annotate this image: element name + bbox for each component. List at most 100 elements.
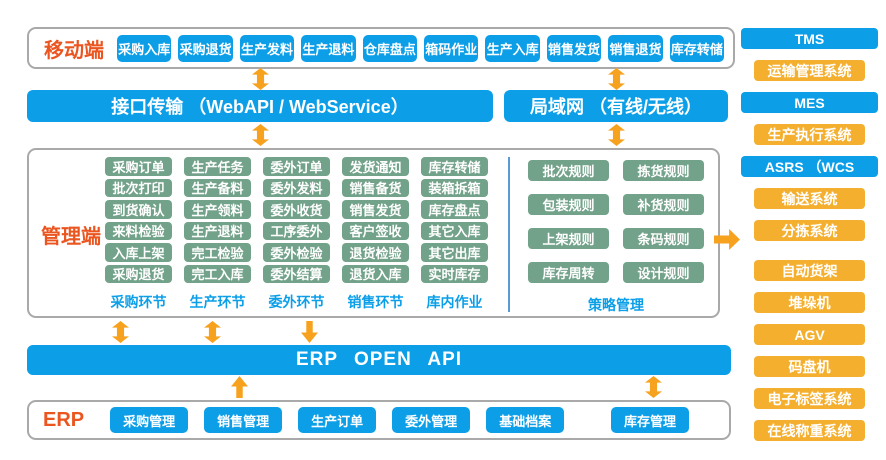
mgmt-module-box: 委外检验 (263, 243, 330, 262)
erp-module-box: 基础档案 (486, 407, 565, 433)
double-arrow-icon (608, 68, 625, 90)
erp-module-box: 销售管理 (204, 407, 283, 433)
system-box-asrs-wcs: ASRS （WCS (741, 156, 878, 177)
double-arrow-icon (252, 68, 269, 90)
strategy-section: 批次规则 拣货规则 包装规则 补货规则 上架规则 条码规则 库存周转 设计规则 … (510, 157, 712, 313)
mgmt-module-box: 生产领料 (184, 200, 251, 219)
management-panel: 管理端 采购订单 批次打印 到货确认 来料检验 入库上架 采购退货 采购环节 生… (27, 148, 720, 318)
system-box: 电子标签系统 (754, 388, 865, 409)
mgmt-module-box: 客户签收 (342, 221, 409, 240)
double-arrow-icon (252, 124, 269, 146)
column-footer-label: 生产环节 (189, 294, 246, 310)
mgmt-module-box: 批次打印 (105, 178, 172, 197)
system-box-tms: TMS (741, 28, 878, 49)
strategy-divider-line (508, 157, 510, 312)
mobile-module-box: 库存转储 (669, 34, 725, 62)
strategy-module-box: 补货规则 (623, 194, 704, 215)
column-footer-label: 库内作业 (426, 294, 483, 310)
double-arrow-icon (608, 124, 625, 146)
system-box-mes: MES (741, 92, 878, 113)
mgmt-module-box: 工序委外 (263, 221, 330, 240)
warehouse-ops-column: 库存转储 装箱拆箱 库存盘点 其它入库 其它出库 实时库存 库内作业 (421, 157, 488, 312)
system-box: 分拣系统 (754, 220, 865, 241)
mobile-module-box: 仓库盘点 (362, 34, 418, 62)
mgmt-module-box: 委外订单 (263, 157, 330, 176)
mgmt-module-box: 退货入库 (342, 264, 409, 283)
mobile-module-box: 销售发货 (546, 34, 602, 62)
system-box: 自动货架 (754, 260, 865, 281)
mgmt-module-box: 库存盘点 (421, 200, 488, 219)
mgmt-module-box: 入库上架 (105, 243, 172, 262)
mgmt-module-box: 其它入库 (421, 221, 488, 240)
system-box: 生产执行系统 (754, 124, 865, 145)
erp-open-api-bar: ERP OPEN API (27, 345, 731, 375)
production-column: 生产任务 生产备料 生产领料 生产退料 完工检验 完工入库 生产环节 (184, 157, 251, 312)
strategy-module-box: 拣货规则 (623, 160, 704, 181)
mgmt-module-box: 到货确认 (105, 200, 172, 219)
mgmt-module-box: 其它出库 (421, 243, 488, 262)
mgmt-module-box: 完工入库 (184, 264, 251, 283)
strategy-footer-label: 策略管理 (588, 297, 644, 313)
mobile-module-box: 箱码作业 (424, 34, 479, 62)
down-arrow-icon (301, 321, 318, 343)
strategy-module-box: 上架规则 (528, 228, 609, 249)
mgmt-module-box: 退货检验 (342, 243, 409, 262)
mgmt-module-box: 销售备货 (342, 178, 409, 197)
system-box: 输送系统 (754, 188, 865, 209)
mgmt-module-box: 委外结算 (263, 264, 330, 283)
mgmt-module-box: 发货通知 (342, 157, 409, 176)
mobile-section-label: 移动端 (44, 39, 104, 62)
mobile-panel: 移动端 采购入库 采购退货 生产发料 生产退料 仓库盘点 箱码作业 生产入库 销… (27, 27, 735, 69)
system-box: 码盘机 (754, 356, 865, 377)
mgmt-module-box: 委外发料 (263, 178, 330, 197)
external-systems-column: TMS 运输管理系统 MES 生产执行系统 ASRS （WCS 输送系统 分拣系… (741, 28, 878, 441)
mgmt-module-box: 来料检验 (105, 221, 172, 240)
mgmt-module-box: 生产备料 (184, 178, 251, 197)
mobile-module-box: 采购退货 (178, 34, 233, 62)
up-arrow-icon (231, 376, 248, 398)
double-arrow-icon (645, 376, 662, 398)
mgmt-module-box: 委外收货 (263, 200, 330, 219)
mgmt-module-box: 完工检验 (184, 243, 251, 262)
erp-module-box: 委外管理 (392, 407, 471, 433)
mobile-module-box: 生产发料 (239, 34, 295, 62)
column-footer-label: 委外环节 (268, 294, 325, 310)
strategy-module-box: 库存周转 (528, 262, 609, 283)
mobile-module-box: 生产退料 (301, 34, 356, 62)
erp-panel: ERP 采购管理 销售管理 生产订单 委外管理 基础档案 库存管理 (27, 400, 731, 440)
system-box: AGV (754, 324, 865, 345)
erp-inventory-module-box: 库存管理 (610, 407, 689, 433)
system-box: 运输管理系统 (754, 60, 865, 81)
mgmt-module-box: 实时库存 (421, 264, 488, 283)
mgmt-module-box: 销售发货 (342, 200, 409, 219)
double-arrow-icon (204, 321, 221, 343)
system-box: 在线称重系统 (754, 420, 865, 441)
management-section-label: 管理端 (41, 226, 101, 248)
system-box: 堆垛机 (754, 292, 865, 313)
outsourcing-column: 委外订单 委外发料 委外收货 工序委外 委外检验 委外结算 委外环节 (263, 157, 330, 312)
erp-module-box: 生产订单 (298, 407, 377, 433)
strategy-module-box: 包装规则 (528, 194, 609, 215)
lan-bar: 局域网 （有线/无线） (504, 90, 728, 122)
mobile-module-box: 采购入库 (117, 34, 172, 62)
mobile-module-box: 生产入库 (485, 34, 540, 62)
mgmt-module-box: 采购退货 (105, 264, 172, 283)
purchase-column: 采购订单 批次打印 到货确认 来料检验 入库上架 采购退货 采购环节 (105, 157, 172, 312)
sales-column: 发货通知 销售备货 销售发货 客户签收 退货检验 退货入库 销售环节 (342, 157, 409, 312)
mgmt-module-box: 生产任务 (184, 157, 251, 176)
mgmt-module-box: 库存转储 (421, 157, 488, 176)
column-footer-label: 采购环节 (110, 294, 167, 310)
double-arrow-icon (112, 321, 129, 343)
mgmt-module-box: 装箱拆箱 (421, 178, 488, 197)
erp-module-box: 采购管理 (110, 407, 189, 433)
strategy-module-box: 条码规则 (623, 228, 704, 249)
column-footer-label: 销售环节 (347, 294, 404, 310)
mgmt-module-box: 生产退料 (184, 221, 251, 240)
erp-section-label: ERP (43, 408, 85, 431)
strategy-module-box: 批次规则 (528, 160, 609, 181)
mobile-module-box: 销售退货 (608, 34, 663, 62)
strategy-module-box: 设计规则 (623, 262, 704, 283)
management-columns: 采购订单 批次打印 到货确认 来料检验 入库上架 采购退货 采购环节 生产任务 … (105, 157, 488, 312)
mgmt-module-box: 采购订单 (105, 157, 172, 176)
